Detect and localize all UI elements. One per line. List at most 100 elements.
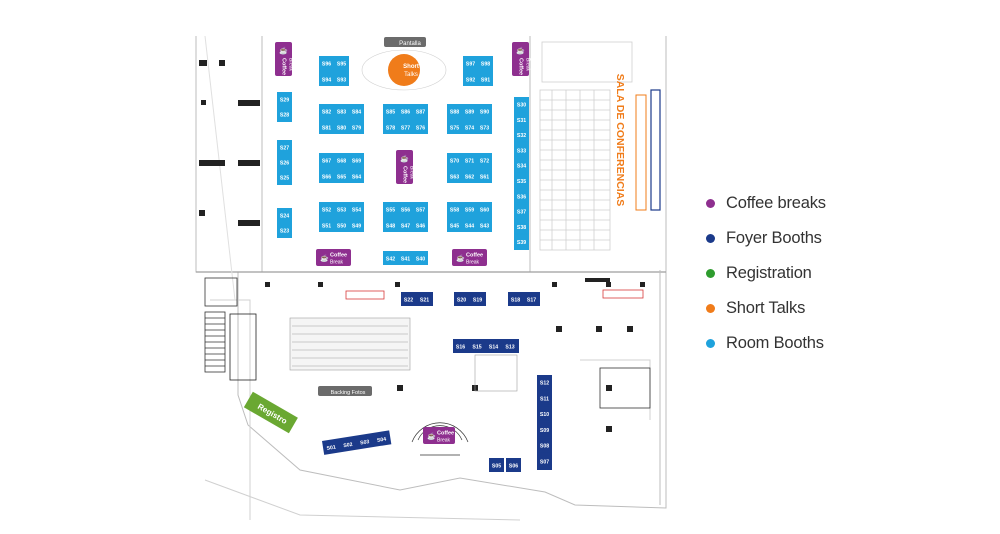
booth-s39[interactable]: S39 — [514, 234, 529, 249]
short-talks[interactable]: Short Talks — [361, 49, 447, 91]
booth-s23[interactable]: S23 — [277, 223, 292, 237]
booth-s72[interactable]: S72 — [477, 153, 492, 167]
legend-item-short-talks[interactable]: Short Talks — [700, 291, 1000, 326]
booth-s26[interactable]: S26 — [277, 155, 292, 169]
booth-s24[interactable]: S24 — [277, 208, 292, 222]
booth-s75[interactable]: S75 — [447, 120, 462, 134]
booth-s52[interactable]: S52 — [319, 202, 334, 216]
booth-s02[interactable]: S02 — [343, 442, 353, 449]
booth-s86[interactable]: S86 — [398, 104, 413, 118]
booth-s90[interactable]: S90 — [477, 104, 492, 118]
booth-s10[interactable]: S10 — [537, 406, 552, 421]
booth-s48[interactable]: S48 — [383, 218, 398, 232]
booth-s67[interactable]: S67 — [319, 153, 334, 167]
booth-s16[interactable]: S16 — [453, 339, 468, 353]
booth-s91[interactable]: S91 — [478, 72, 493, 86]
booth-s08[interactable]: S08 — [537, 438, 552, 453]
booth-s87[interactable]: S87 — [413, 104, 428, 118]
booth-s19[interactable]: S19 — [470, 292, 485, 306]
booth-s92[interactable]: S92 — [463, 72, 478, 86]
booth-s04[interactable]: S04 — [377, 436, 387, 443]
booth-s13[interactable]: S13 — [502, 339, 518, 353]
booth-s88[interactable]: S88 — [447, 104, 462, 118]
booth-s51[interactable]: S51 — [319, 218, 334, 232]
booth-s09[interactable]: S09 — [537, 422, 552, 437]
booth-s29[interactable]: S29 — [277, 92, 292, 106]
booth-s06[interactable]: S06 — [506, 458, 521, 472]
booth-s12[interactable]: S12 — [537, 375, 552, 389]
booth-s33[interactable]: S33 — [514, 142, 529, 157]
booth-s57[interactable]: S57 — [413, 202, 428, 216]
booth-s21[interactable]: S21 — [417, 292, 432, 306]
booth-s50[interactable]: S50 — [334, 218, 349, 232]
booth-s14[interactable]: S14 — [486, 339, 501, 353]
legend-item-room-booths[interactable]: Room Booths — [700, 326, 1000, 361]
booth-s20[interactable]: S20 — [454, 292, 469, 306]
booth-s42[interactable]: S42 — [383, 251, 398, 265]
booth-s46[interactable]: S46 — [413, 218, 428, 232]
booth-s89[interactable]: S89 — [462, 104, 477, 118]
booth-s93[interactable]: S93 — [334, 72, 349, 86]
booth-s17[interactable]: S17 — [524, 292, 539, 306]
booth-s18[interactable]: S18 — [508, 292, 523, 306]
booth-s84[interactable]: S84 — [349, 104, 364, 118]
booth-s82[interactable]: S82 — [319, 104, 334, 118]
booth-s07[interactable]: S07 — [537, 454, 552, 468]
booth-s97[interactable]: S97 — [463, 56, 478, 70]
legend-item-registration[interactable]: Registration — [700, 256, 1000, 291]
booth-s11[interactable]: S11 — [537, 390, 552, 405]
booth-s68[interactable]: S68 — [334, 153, 349, 167]
booth-s71[interactable]: S71 — [462, 153, 477, 167]
booth-s83[interactable]: S83 — [334, 104, 349, 118]
booth-s40[interactable]: S40 — [413, 251, 428, 265]
booth-s37[interactable]: S37 — [514, 204, 529, 219]
booth-s44[interactable]: S44 — [462, 218, 477, 232]
booth-s77[interactable]: S77 — [398, 120, 413, 134]
booth-s66[interactable]: S66 — [319, 169, 334, 183]
booth-s96[interactable]: S96 — [319, 56, 334, 70]
booth-s30[interactable]: S30 — [514, 97, 529, 111]
booth-s43[interactable]: S43 — [477, 218, 492, 232]
booth-s63[interactable]: S63 — [447, 169, 462, 183]
booth-s69[interactable]: S69 — [349, 153, 364, 167]
booth-s55[interactable]: S55 — [383, 202, 398, 216]
booth-s35[interactable]: S35 — [514, 173, 529, 188]
booth-s38[interactable]: S38 — [514, 219, 529, 234]
booth-s01[interactable]: S01 — [326, 444, 336, 451]
booth-s73[interactable]: S73 — [477, 120, 492, 134]
booth-s53[interactable]: S53 — [334, 202, 349, 216]
booth-s79[interactable]: S79 — [349, 120, 364, 134]
booth-s41[interactable]: S41 — [398, 251, 413, 265]
registro-desk[interactable]: Registro — [243, 391, 298, 434]
booth-s56[interactable]: S56 — [398, 202, 413, 216]
booth-s65[interactable]: S65 — [334, 169, 349, 183]
booth-s62[interactable]: S62 — [462, 169, 477, 183]
booth-s98[interactable]: S98 — [478, 56, 493, 70]
booth-s15[interactable]: S15 — [469, 339, 485, 353]
booth-s76[interactable]: S76 — [413, 120, 428, 134]
booth-s22[interactable]: S22 — [401, 292, 416, 306]
booth-s64[interactable]: S64 — [349, 169, 364, 183]
booth-s54[interactable]: S54 — [349, 202, 364, 216]
booth-s28[interactable]: S28 — [277, 107, 292, 121]
booth-s03[interactable]: S03 — [360, 439, 370, 446]
legend-item-coffee-breaks[interactable]: Coffee breaks — [700, 186, 1000, 221]
booth-s32[interactable]: S32 — [514, 127, 529, 142]
booth-s58[interactable]: S58 — [447, 202, 462, 216]
booth-s05[interactable]: S05 — [489, 458, 504, 472]
booth-s60[interactable]: S60 — [477, 202, 492, 216]
booth-s45[interactable]: S45 — [447, 218, 462, 232]
legend-item-foyer-booths[interactable]: Foyer Booths — [700, 221, 1000, 256]
booth-s70[interactable]: S70 — [447, 153, 462, 167]
booth-s25[interactable]: S25 — [277, 170, 292, 184]
booth-s81[interactable]: S81 — [319, 120, 334, 134]
booth-s59[interactable]: S59 — [462, 202, 477, 216]
booth-s94[interactable]: S94 — [319, 72, 334, 86]
booth-s47[interactable]: S47 — [398, 218, 413, 232]
